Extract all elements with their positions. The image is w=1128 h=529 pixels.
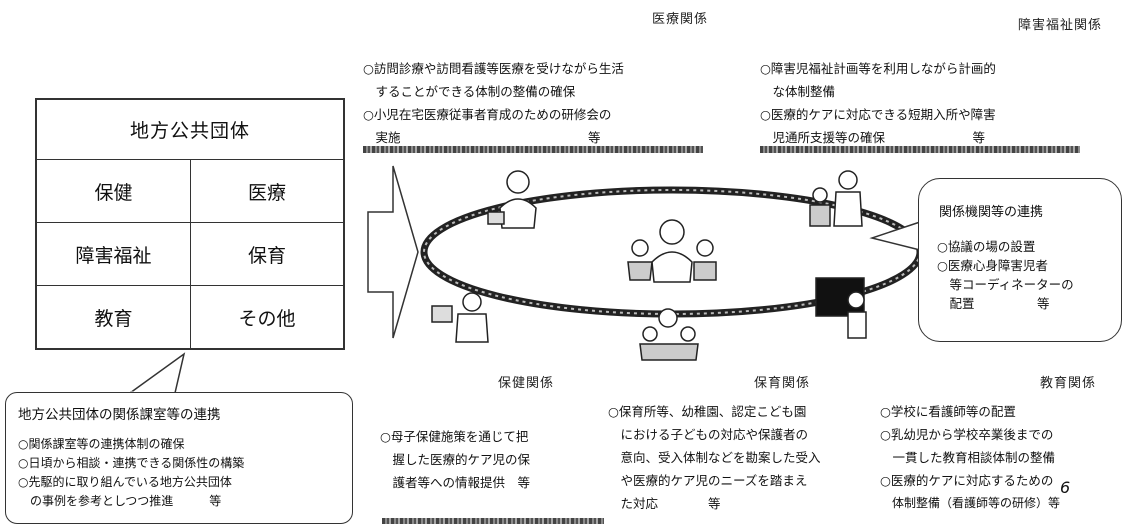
header-disability: 障害福祉関係 — [1018, 18, 1103, 33]
callout-line: の事例を参考としつつ推進 等 — [18, 494, 222, 508]
childcare-line: 意向、受入体制などを勘案した受入 — [608, 450, 821, 465]
local-government-title: 地方公共団体 — [37, 100, 343, 160]
disability-line: ○障害児福祉計画等を利用しながら計画的 — [760, 61, 996, 76]
education-line: 一貫した教育相談体制の整備 — [880, 450, 1056, 465]
children-group-icon — [627, 219, 717, 283]
education-line: 体制整備（看護師等の研修）等 — [880, 496, 1061, 510]
cell-other: その他 — [190, 286, 343, 348]
disability-line: な体制整備 — [760, 84, 836, 99]
coordination-line: 等コーディネーターの — [937, 277, 1074, 292]
callout-title: 地方公共団体の関係課室等の連携 — [18, 407, 221, 423]
coordination-title: 関係機関等の連携 — [939, 205, 1044, 220]
medical-line: ○小児在宅医療従事者育成のための研修会の — [363, 107, 612, 122]
callout-line: ○関係課室等の連携体制の確保 — [18, 437, 185, 451]
health-line: 護者等への情報提供 等 — [380, 475, 531, 490]
cell-health: 保健 — [37, 160, 190, 223]
callout-line: ○日頃から相談・連携できる関係性の構築 — [18, 456, 245, 470]
local-government-table: 地方公共団体 保健 医療 障害福祉 保育 教育 その他 — [35, 98, 345, 350]
medical-line: することができる体制の整備の確保 — [363, 84, 576, 99]
coordination-line: ○医療心身障害児者 — [937, 258, 1048, 273]
health-line: 握した医療的ケア児の保 — [380, 452, 531, 467]
coordination-line: 配置 等 — [937, 296, 1050, 311]
doctor-figure-icon — [487, 170, 537, 229]
childcare-line: た対応 等 — [608, 496, 721, 511]
cell-education: 教育 — [94, 307, 133, 330]
header-education: 教育関係 — [1040, 376, 1097, 391]
scan-artifact — [760, 146, 1080, 153]
cell-childcare: 保育 — [190, 223, 343, 286]
callout-line: ○先駆的に取り組んでいる地方公共団体 — [18, 475, 232, 489]
header-health: 保健関係 — [498, 376, 555, 391]
medical-line: ○訪問診療や訪問看護等医療を受けながら生活 — [363, 61, 624, 76]
disability-line: 児通所支援等の確保 等 — [760, 130, 986, 145]
education-line: ○乳幼児から学校卒業後までの — [880, 427, 1054, 442]
childcare-children-icon — [639, 308, 699, 361]
medical-line: 実施 等 — [363, 130, 601, 145]
childcare-line: ○保育所等、幼稚園、認定こども園 — [608, 404, 807, 419]
coordination-bubble: 関係機関等の連携 ○協議の場の設置 ○医療心身障害児者 等コーディネーターの 配… — [918, 178, 1122, 342]
right-arrow-icon — [367, 165, 419, 339]
header-medical: 医療関係 — [652, 12, 709, 27]
health-worker-icon — [431, 292, 489, 343]
page-number: 6 — [1060, 478, 1071, 497]
cell-disability: 障害福祉 — [37, 223, 190, 286]
health-line: ○母子保健施策を通じて把 — [380, 429, 529, 444]
teacher-blackboard-icon — [815, 277, 867, 339]
local-government-coordination-callout: 地方公共団体の関係課室等の連携 ○関係課室等の連携体制の確保 ○日頃から相談・連… — [5, 392, 353, 524]
childcare-line: における子どもの対応や保護者の — [608, 427, 809, 442]
disability-line: ○医療的ケアに対応できる短期入所や障害 — [760, 107, 996, 122]
bubble-tail — [869, 221, 921, 251]
education-line: ○医療的ケアに対応するための — [880, 473, 1054, 488]
family-figure-icon — [809, 170, 863, 227]
coordination-line: ○協議の場の設置 — [937, 239, 1036, 254]
cell-medical: 医療 — [190, 160, 343, 223]
callout-tail — [129, 352, 186, 394]
scan-artifact — [382, 518, 604, 524]
education-line: ○学校に看護師等の配置 — [880, 404, 1016, 419]
header-childcare: 保育関係 — [754, 376, 811, 391]
childcare-line: や医療的ケア児のニーズを踏まえ — [608, 473, 808, 488]
scan-artifact — [363, 146, 703, 153]
